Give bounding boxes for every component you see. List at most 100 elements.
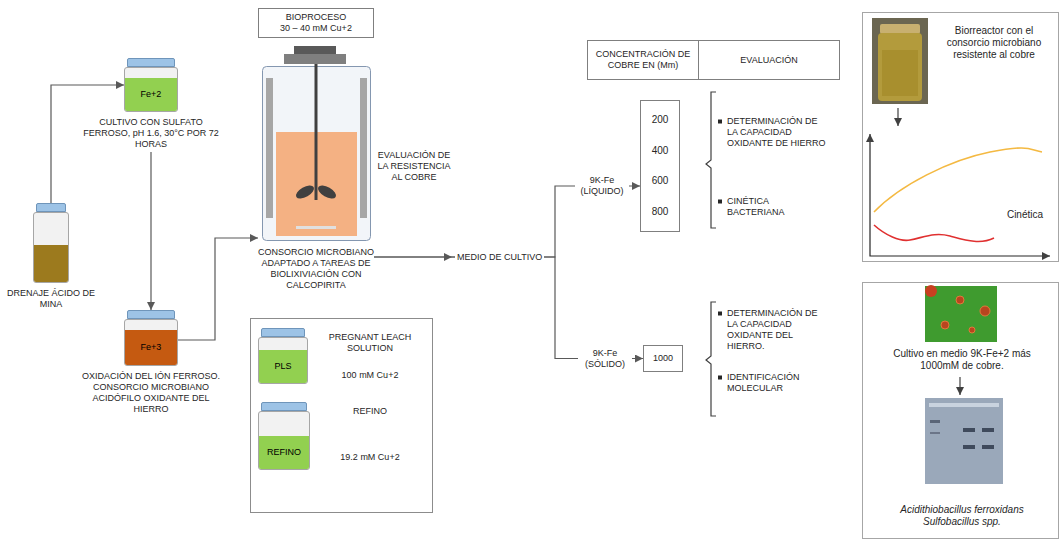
photo-ground <box>872 18 928 104</box>
bottle: Fe+3OXIDACIÓN DEL IÓN FERROSO. CONSORCIO… <box>124 310 178 415</box>
bottle-label: REFINO <box>267 447 301 458</box>
process-box: 200 400 600 800 <box>640 100 680 232</box>
impeller-blade <box>294 183 316 202</box>
agar-plate <box>925 286 997 342</box>
annotation-text: DETERMINACIÓN DE LA CAPACIDAD OXIDANTE D… <box>727 308 827 352</box>
bottle-liquid <box>34 245 68 282</box>
process-box: EVALUACIÓN <box>698 40 840 80</box>
bottle-liquid: PLS <box>259 350 307 383</box>
solution-text: 19.2 mM Cu+2 <box>316 452 424 463</box>
panel-text: Cultivo en medio 9K-Fe+2 más 1000mM de c… <box>877 348 1047 372</box>
bottle: DRENAJE ÁCIDO DE MINA <box>33 203 69 310</box>
box-text: 800 <box>652 206 669 218</box>
bottle-label: PLS <box>274 361 291 372</box>
bottle-body: Fe+2 <box>124 67 178 112</box>
bullet <box>718 376 722 380</box>
motor-top <box>294 46 336 54</box>
panel-text: Biorreactor con el consorcio microbiano … <box>935 25 1053 61</box>
process-box: BIOPROCESO30 – 40 mM Cu+2 <box>258 8 374 38</box>
kinetics-chart <box>870 134 1050 256</box>
jacket-left <box>266 78 273 218</box>
colony <box>925 285 937 297</box>
bottle-caption: CULTIVO CON SULFATO FERROSO, pH 1.6, 30°… <box>82 117 220 150</box>
bottle-body: Fe+3 <box>124 319 178 366</box>
bullet <box>718 200 722 204</box>
box-text: BIOPROCESO <box>286 12 347 23</box>
solution-panel <box>251 319 433 513</box>
box-text: 400 <box>652 145 669 157</box>
jar-body <box>878 33 922 101</box>
bracket <box>706 302 716 416</box>
bottle-body <box>33 212 69 283</box>
bioreactor-drawing <box>263 46 371 241</box>
bullet <box>718 120 722 124</box>
bottle-liquid: REFINO <box>259 436 309 469</box>
sparger <box>296 226 336 229</box>
bottle-body: REFINO <box>258 411 310 470</box>
box-text: 200 <box>652 114 669 126</box>
stirrer-shaft <box>315 64 318 200</box>
gel <box>925 398 1003 484</box>
bottle-cap <box>261 402 307 411</box>
jar-lid <box>880 24 920 34</box>
arrow-line <box>897 108 898 126</box>
bottle-cap <box>36 203 66 212</box>
bottle: Fe+2CULTIVO CON SULFATO FERROSO, pH 1.6,… <box>124 58 178 150</box>
chart-axes <box>870 134 1050 256</box>
box-text: CONCENTRACIÓN DE COBRE EN (Mm) <box>592 49 694 71</box>
flow-arrow <box>374 257 643 359</box>
arrow-line <box>959 377 960 395</box>
bottle: REFINOREFINO19.2 mM Cu+2 <box>258 402 310 470</box>
bottle-cap <box>261 328 305 337</box>
panel-text: Acidithiobacillus ferroxidans Sulfobacil… <box>877 504 1047 528</box>
annotation-text: EVALUACIÓN DE LA RESISTENCIA AL COBRE <box>376 150 452 183</box>
colony <box>969 327 975 333</box>
bottle-body: PLS <box>258 337 308 384</box>
image-panel: Cultivo en medio 9K-Fe+2 más 1000mM de c… <box>862 282 1059 539</box>
jacket-right <box>360 78 367 218</box>
impeller-blade <box>316 183 338 202</box>
plate-photo <box>925 285 997 342</box>
flow-arrow <box>150 152 151 310</box>
bottle-cap <box>127 310 175 319</box>
solution-text: 100 mM Cu+2 <box>316 370 424 381</box>
process-box: CONCENTRACIÓN DE COBRE EN (Mm) <box>587 40 699 80</box>
annotation-text: MEDIO DE CULTIVO <box>455 252 544 263</box>
reactor-caption: CONSORCIO MICROBIANO ADAPTADO A TAREAS D… <box>258 247 374 291</box>
panel-text: Cinética <box>997 209 1053 221</box>
jar-liquid <box>882 50 918 96</box>
box-text: 1000 <box>653 353 673 364</box>
solution-text: REFINO <box>316 406 424 417</box>
colony <box>980 306 990 316</box>
bottle-label: Fe+3 <box>141 342 162 353</box>
bullet <box>718 312 722 316</box>
box-text: EVALUACIÓN <box>740 55 797 66</box>
flow-arrow <box>178 238 258 340</box>
bottle: PLSPREGNANT LEACH SOLUTION100 mM Cu+2 <box>258 328 308 384</box>
bottle-label: Fe+2 <box>141 89 162 100</box>
bottle-liquid: Fe+3 <box>125 330 177 365</box>
gel-band <box>930 420 940 423</box>
motor-base <box>284 54 346 64</box>
process-box: 1000 <box>643 345 683 372</box>
colony <box>956 296 964 304</box>
box-text: 30 – 40 mM Cu+2 <box>280 23 352 34</box>
bottle-caption: DRENAJE ÁCIDO DE MINA <box>5 288 97 310</box>
gel-well <box>929 403 999 407</box>
bottle-liquid: Fe+2 <box>125 78 177 111</box>
edge-label: 9K-Fe (LÍQUIDO) <box>575 175 629 197</box>
bioreactor: CONSORCIO MICROBIANO ADAPTADO A TAREAS D… <box>258 45 374 291</box>
colony <box>941 321 949 329</box>
annotation-text: IDENTIFICACIÓN MOLECULAR <box>727 372 827 394</box>
bottle-cap <box>127 58 175 67</box>
reactor-photo <box>872 18 928 104</box>
edge-label: 9K-Fe (SÓLIDO) <box>578 348 632 370</box>
iron-curve <box>874 225 994 242</box>
gel-photo <box>925 398 1003 484</box>
growth-curve <box>874 148 1042 212</box>
box-text: 600 <box>652 175 669 187</box>
gel-band <box>963 428 975 432</box>
gel-band <box>963 445 975 449</box>
